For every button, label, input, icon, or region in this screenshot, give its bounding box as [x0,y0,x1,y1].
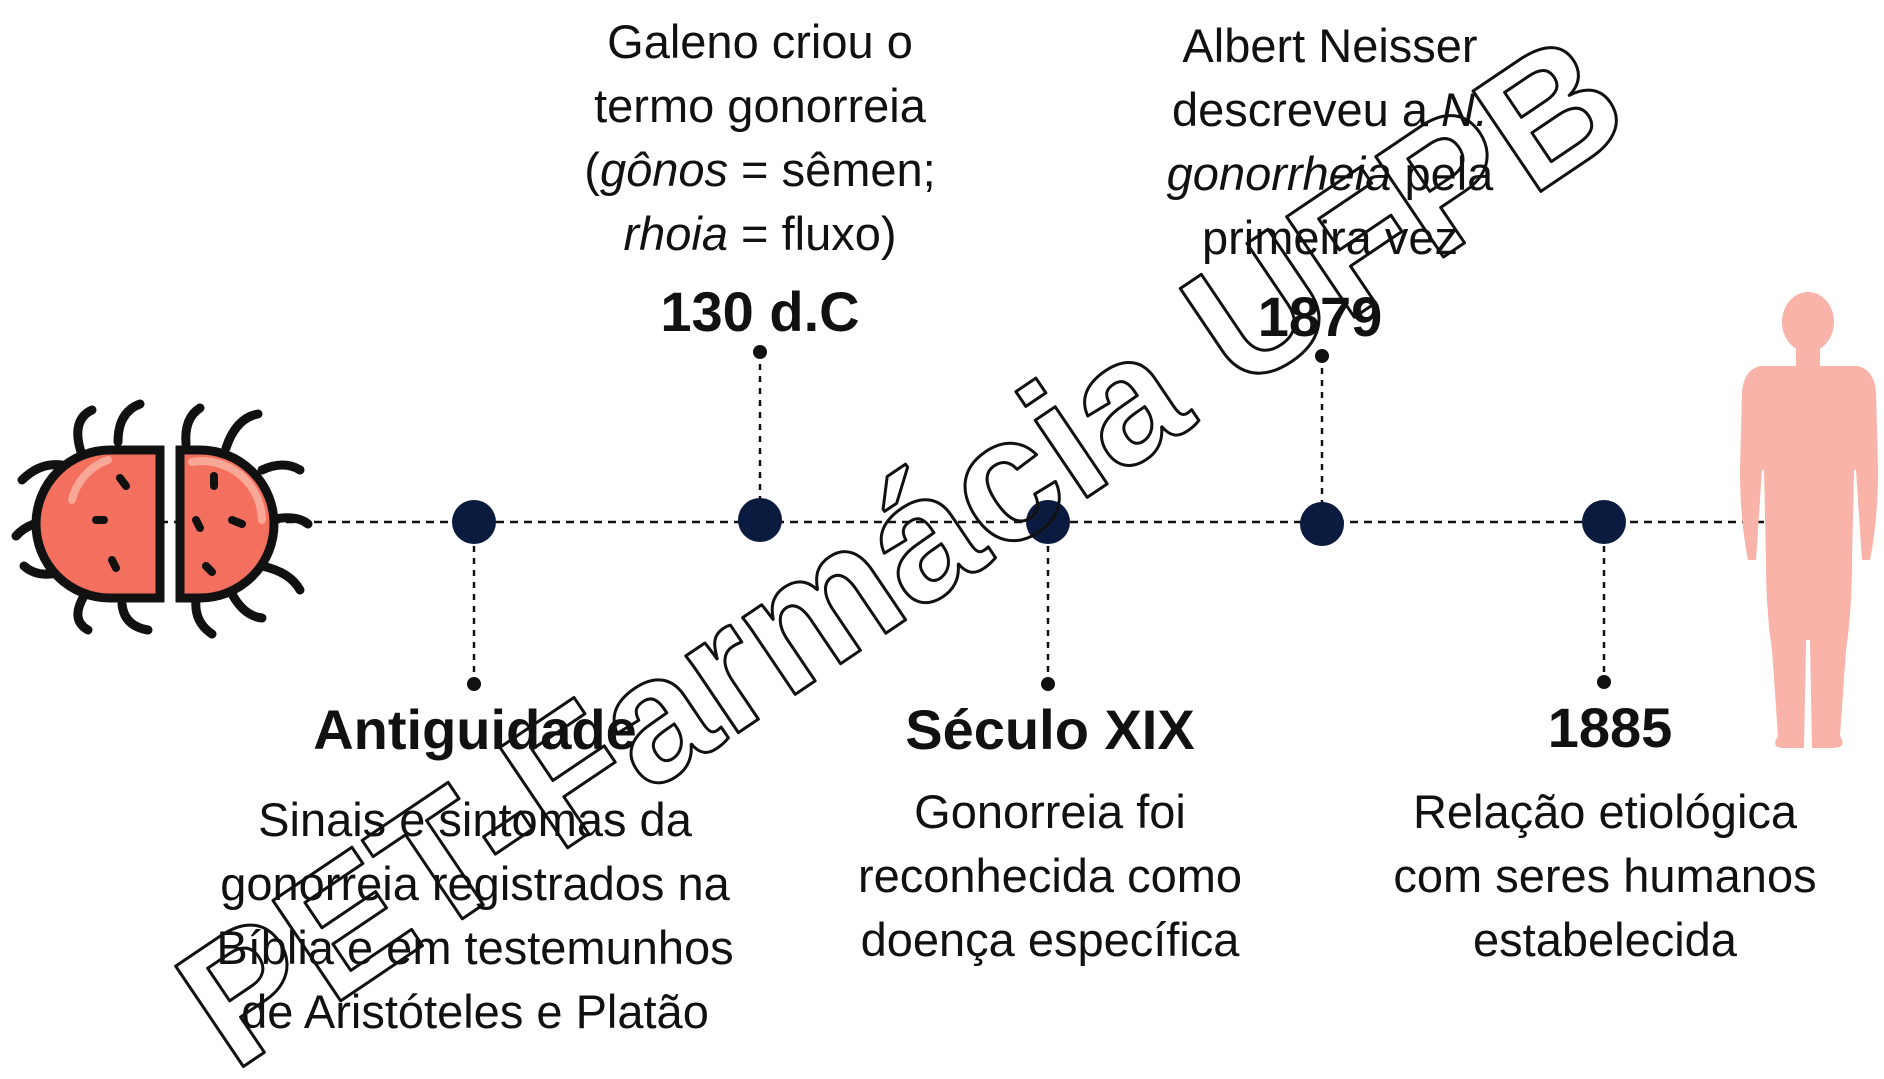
timeline-node-seculo-xix [1026,500,1070,544]
seculo-xix-line-1: Gonorreia foi [914,785,1186,838]
antiguidade-line-3: Bíblia e em testemunhos [216,921,734,974]
neisser-line-3-rest: pela [1391,147,1494,200]
galeno-line-2: termo gonorreia [594,79,926,132]
neisser-line-4: primeira vez [1202,211,1458,264]
neisser-year: 1879 [1257,285,1383,348]
relacao-description: Relação etiológica com seres humanos est… [1340,780,1870,972]
neisser-line-1: Albert Neisser [1182,19,1478,72]
connector-end-antiguidade [467,677,481,691]
seculo-xix-line-2: reconhecida como [857,849,1243,902]
galeno-description: Galeno criou o termo gonorreia (gônos = … [540,10,980,266]
antiguidade-line-1: Sinais e sintomas da [258,793,692,846]
relacao-line-1: Relação etiológica [1412,785,1798,838]
timeline-node-galeno [738,498,782,542]
galeno-year: 130 d.C [660,280,860,343]
relacao-year: 1885 [1547,696,1673,759]
galeno-meaning-gonos: = sêmen; [728,143,936,196]
neisser-line-2: descreveu a N. [1110,78,1550,142]
galeno-line-1: Galeno criou o [607,15,913,68]
antiguidade-title: Antiguidade [313,698,637,761]
antiguidade-line-2: gonorreia registrados na [220,857,730,910]
timeline-node-neisser [1300,502,1344,546]
human-body-icon [1740,292,1878,748]
connector-end-neisser [1315,349,1329,363]
galeno-term-rhoia: rhoia [623,207,728,260]
relacao-line-3: estabelecida [1473,913,1737,966]
galeno-line-4: rhoia = fluxo) [540,202,980,266]
galeno-term-gonos: gônos [599,143,728,196]
antiguidade-line-4: de Aristóteles e Platão [241,985,709,1038]
seculo-xix-title: Século XIX [905,698,1195,761]
timeline-node-antiguidade [452,500,496,544]
antiguidade-description: Sinais e sintomas da gonorreia registrad… [160,788,790,1044]
bacteria-cells [31,445,279,603]
neisser-description: Albert Neisser descreveu a N. gonorrheia… [1110,14,1550,270]
galeno-paren: ( [584,143,600,196]
connector-end-seculo-xix [1041,677,1055,691]
seculo-xix-line-3: doença específica [860,913,1240,966]
connector-end-galeno [753,345,767,359]
galeno-line-3: (gônos = sêmen; [540,138,980,202]
galeno-meaning-rhoia: = fluxo) [728,207,897,260]
neisser-genus: N. [1441,83,1489,136]
neisser-line-2-text: descreveu a [1171,83,1442,136]
neisser-line-3: gonorrheia pela [1110,142,1550,206]
neisser-species: gonorrheia [1166,147,1392,200]
seculo-xix-description: Gonorreia foi reconhecida como doença es… [800,780,1300,972]
timeline-node-relacao [1582,500,1626,544]
relacao-line-2: com seres humanos [1393,849,1817,902]
connector-end-relacao [1597,675,1611,689]
